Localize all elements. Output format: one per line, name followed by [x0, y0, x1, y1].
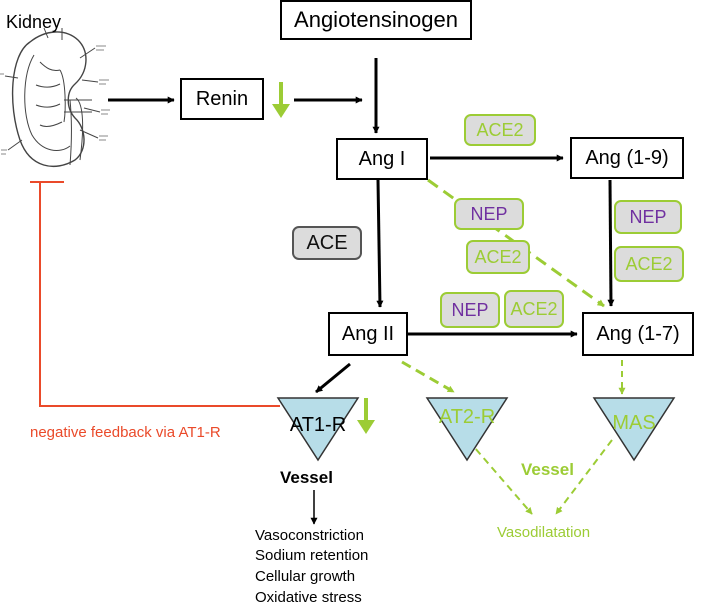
arrow-mas-to-vasodilatation-dashed [555, 439, 613, 515]
mas-label: MAS [612, 412, 656, 434]
at2r-receptor-shape [425, 397, 509, 462]
ace-enzyme: ACE [292, 226, 362, 260]
renin-down-arrow-icon [272, 82, 290, 118]
effect-oxidative-stress: Oxidative stress [255, 589, 362, 606]
renin-node: Renin [180, 78, 264, 120]
ace2-enzyme-mid: ACE2 [504, 290, 564, 328]
at2r-label: AT2-R [438, 406, 496, 428]
negative-feedback-line [39, 182, 280, 407]
arrow-at2r-to-vasodilatation-dashed [467, 439, 533, 515]
negative-feedback-label: negative feedback via AT1-R [30, 424, 221, 441]
ang19-node: Ang (1-9) [570, 137, 684, 179]
effect-sodium-retention: Sodium retention [255, 547, 369, 564]
mas-receptor-shape [592, 397, 676, 462]
at1r-down-arrow-icon [357, 398, 375, 434]
ang1-node: Ang I [336, 138, 428, 180]
at1r-receptor-shape [276, 397, 360, 462]
effect-vasoconstriction: Vasoconstriction [255, 527, 364, 544]
arrow-ang2-to-at2r-dashed [401, 360, 455, 394]
vessel-label-left: Vessel [280, 468, 333, 487]
arrow-ang2-to-at1r [315, 362, 351, 394]
arrow-ang19-to-ang17 [607, 179, 615, 307]
at1r-label: AT1-R [289, 414, 347, 436]
kidney-label: Kidney [6, 12, 62, 32]
effect-cellular-growth: Cellular growth [255, 568, 356, 585]
ace2-enzyme-right: ACE2 [614, 246, 684, 282]
nep-enzyme-right: NEP [614, 200, 682, 234]
ace2-enzyme-top: ACE2 [464, 114, 536, 146]
ang17-node: Ang (1-7) [582, 312, 694, 356]
kidney-caption-marks [0, 45, 110, 155]
vessel-label-right: Vessel [521, 460, 574, 479]
ang2-node: Ang II [328, 312, 408, 356]
angiotensinogen-node: Angiotensinogen [280, 0, 472, 40]
effect-vasodilatation: Vasodilatation [497, 524, 591, 541]
ace2-enzyme-diagonal: ACE2 [466, 240, 530, 274]
arrow-ang1-to-ang17-dashed [427, 178, 605, 308]
nep-enzyme-mid: NEP [440, 292, 500, 328]
nep-enzyme-diagonal: NEP [454, 198, 524, 230]
kidney-anatomy-icon [4, 27, 101, 168]
arrow-ang1-to-ang2 [376, 179, 384, 308]
